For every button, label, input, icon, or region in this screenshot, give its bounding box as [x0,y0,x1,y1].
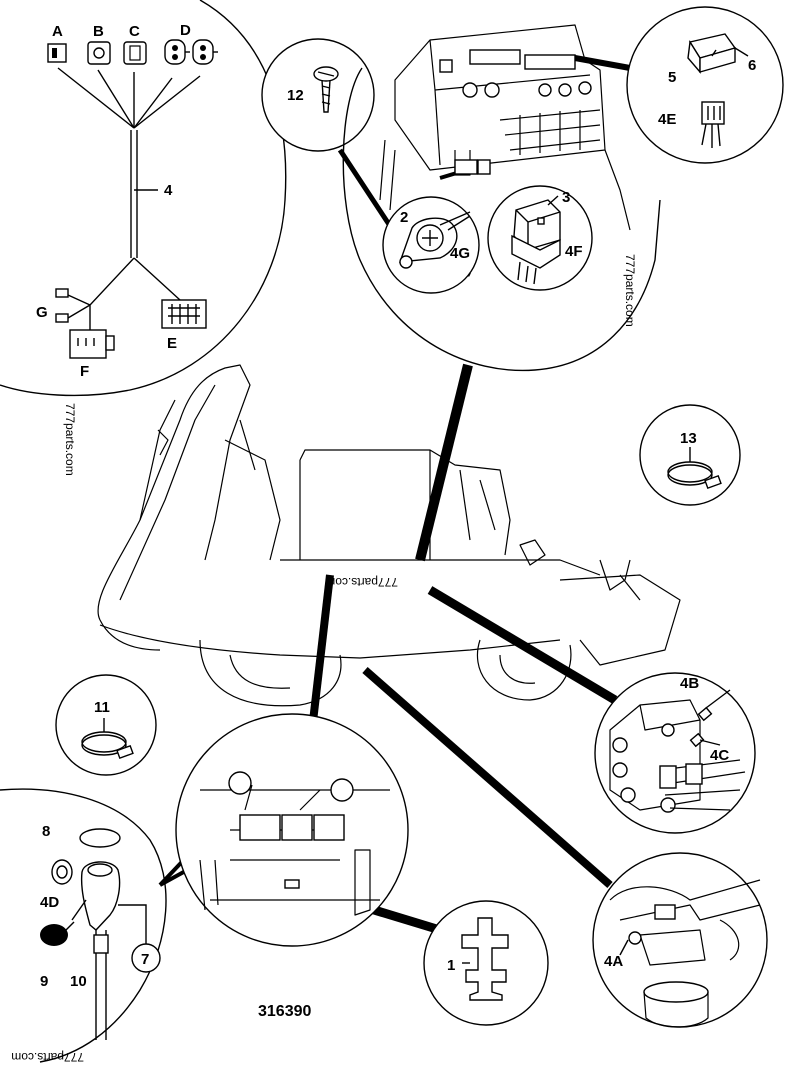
callout-ground-stud: 2 [400,209,408,226]
diagram-reference-number: 316390 [258,1003,311,1020]
callout-connector-4c: 4C [710,747,729,764]
cable-tie-13-detail: 13 [639,404,741,506]
label-connector-e: E [167,335,177,352]
label-connector-a: A [52,23,63,40]
callout-joystick-boot: 7 [141,951,149,968]
callout-connector-4g: 4G [450,245,470,262]
callout-switch: 5 [668,69,676,86]
callout-switch-cap: 6 [748,57,756,74]
ground-stud-detail: 2 4G [382,196,480,294]
bracket-detail: 1 [423,900,549,1026]
watermark-dashboard: 777parts.com [623,254,637,327]
callout-cable: 10 [70,973,87,990]
callout-cable-tie-13: 13 [680,430,697,447]
controls-detail [175,713,409,947]
watermark-left: 777parts.com [63,403,77,476]
callout-harness: 4 [164,182,173,199]
callout-screw: 12 [287,87,304,104]
sensor-detail: 4A [592,852,768,1028]
callout-grommet: 8 [42,823,50,840]
callout-connector-4e: 4E [658,111,676,128]
callout-connector-4a: 4A [604,953,623,970]
label-connector-d: D [180,22,191,39]
callout-relay: 3 [562,189,570,206]
watermark-bottom: 777parts.com [11,1050,84,1064]
callout-button: 9 [40,973,48,990]
label-connector-b: B [93,23,104,40]
callout-connector-4f: 4F [565,243,583,260]
switch-detail: 5 6 4E [626,6,784,164]
valve-detail: 4B 4C [594,672,756,834]
harness-detail: A B C D E F G 4 [0,0,287,397]
callout-bracket: 1 [447,957,455,974]
label-connector-g: G [36,304,48,321]
dashboard-detail: 777parts.com [342,24,661,372]
callout-cable-tie-11: 11 [94,699,110,716]
cable-tie-11-detail: 11 [55,674,157,776]
screw-detail: 12 [261,38,375,152]
callout-connector-4b: 4B [680,675,699,692]
label-connector-c: C [129,23,140,40]
relay-detail: 3 4F [487,185,593,291]
joystick-handle-detail: 8 4D 9 10 7 [0,788,167,1063]
watermark-center: 777parts.com [325,575,398,589]
callout-connector-4d: 4D [40,894,59,911]
backhoe-loader-sketch [97,364,681,707]
label-connector-f: F [80,363,89,380]
